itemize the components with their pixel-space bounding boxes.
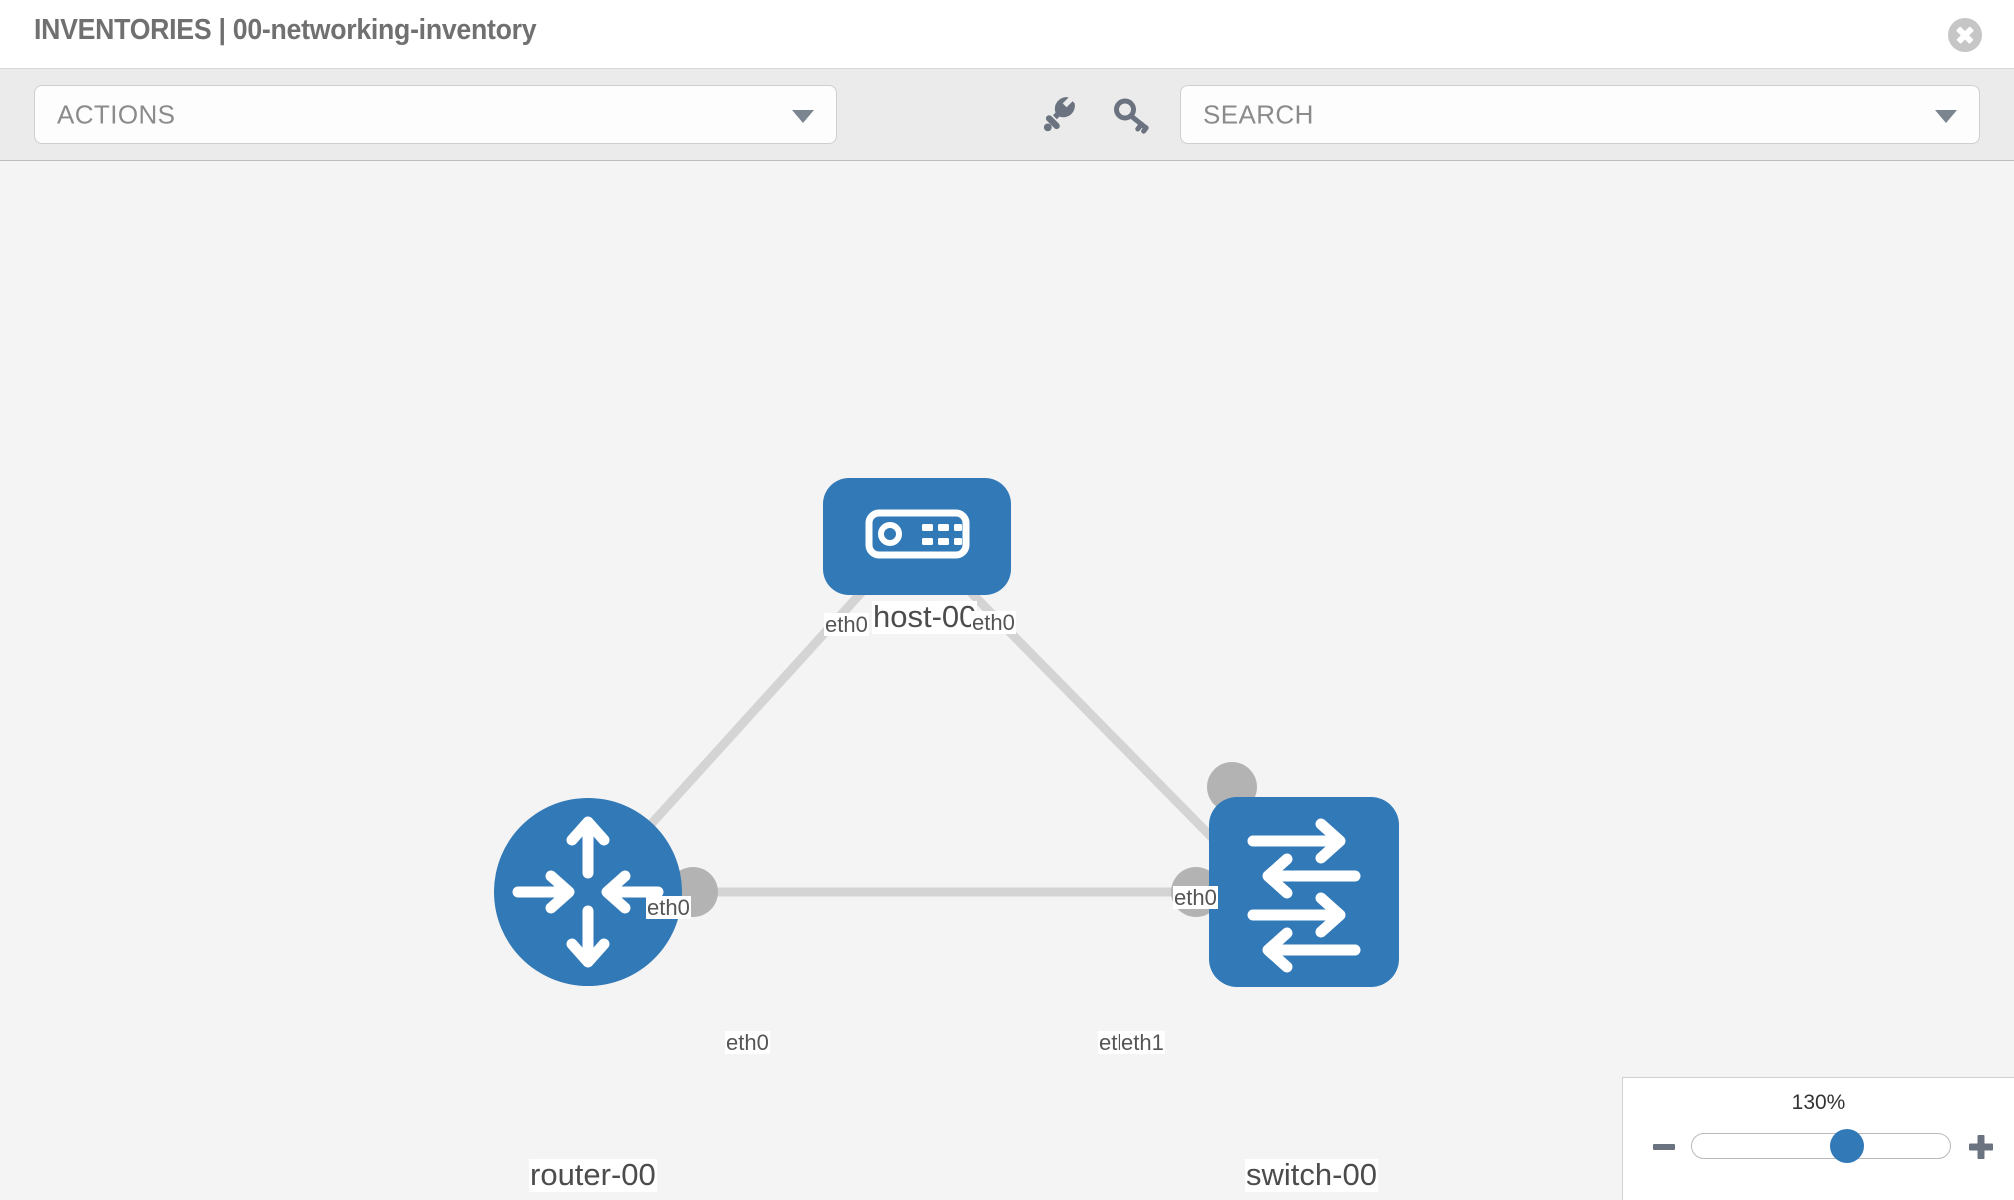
router-icon [512, 816, 664, 968]
iface-label-host-eth0-right: eth0 [971, 610, 1016, 635]
wrench-icon[interactable] [1038, 93, 1082, 137]
close-icon[interactable] [1948, 18, 1982, 52]
iface-label-router-eth0-east: eth0 [725, 1030, 770, 1055]
node-label-host-00: host-00 [872, 599, 978, 634]
chevron-down-icon [1935, 109, 1957, 123]
iface-label-host-eth0-left: eth0 [824, 612, 869, 637]
zoom-in-button[interactable] [1966, 1132, 1996, 1162]
zoom-control-panel: 130% [1622, 1077, 2014, 1200]
link-router-host [609, 557, 894, 870]
chevron-down-icon [792, 109, 814, 123]
node-host-00 [823, 478, 1011, 595]
zoom-out-button[interactable] [1649, 1132, 1679, 1162]
zoom-level-value: 130% [1791, 1091, 1846, 1114]
actions-dropdown[interactable]: ACTIONS [34, 85, 837, 144]
node-label-switch-00: switch-00 [1245, 1157, 1378, 1192]
switch-icon [1247, 818, 1361, 973]
iface-label-switch-eth1-west: eth1 [1120, 1030, 1165, 1055]
iface-label-router-eth0-up: eth0 [646, 895, 691, 920]
host-icon [865, 509, 970, 559]
node-router-00 [494, 798, 682, 986]
toolbar: ACTIONS SEARCH [0, 69, 2014, 161]
topology-graph [494, 478, 1399, 987]
zoom-slider[interactable] [1691, 1129, 1951, 1163]
zoom-slider-handle[interactable] [1829, 1129, 1864, 1163]
topology-connectors [668, 541, 1257, 917]
node-switch-00 [1209, 797, 1399, 987]
search-placeholder: SEARCH [1203, 99, 1314, 129]
topology-canvas[interactable]: host-00 router-00 switch-00 eth0 eth0 et… [0, 161, 2014, 1200]
node-label-router-00: router-00 [529, 1157, 657, 1192]
key-icon[interactable] [1110, 93, 1154, 137]
link-host-switch [936, 557, 1239, 865]
search-input[interactable]: SEARCH [1180, 85, 1980, 144]
page-title: INVENTORIES | 00-networking-inventory [34, 14, 537, 46]
iface-label-switch-eth0-up: eth0 [1173, 885, 1218, 910]
actions-dropdown-label: ACTIONS [57, 99, 176, 129]
page-header: INVENTORIES | 00-networking-inventory [0, 0, 2014, 69]
